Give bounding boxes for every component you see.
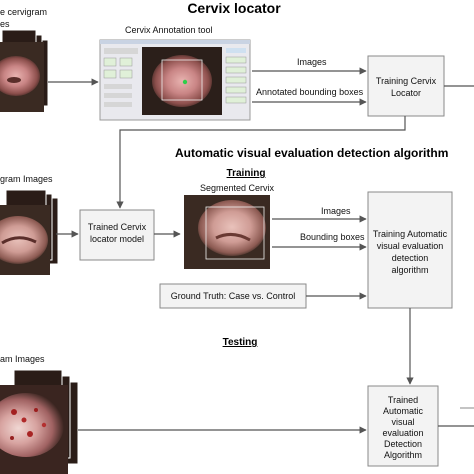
svg-text:locator model: locator model (90, 234, 144, 244)
cervigram-stack-top (0, 30, 48, 112)
cervigram-stack-mid (0, 190, 58, 275)
svg-text:Trained Cervix: Trained Cervix (88, 222, 147, 232)
svg-text:visual: visual (391, 417, 414, 427)
label-images-top: Images (297, 57, 327, 67)
box-training-ave-algorithm: Training Automatic visual evaluation det… (368, 192, 452, 308)
box-trained-ave-algorithm: Trained Automatic visual evaluation Dete… (368, 386, 438, 466)
label-cervigram-mid: gram Images (0, 174, 53, 184)
title-testing: Testing (223, 337, 258, 348)
svg-text:Locator: Locator (391, 88, 421, 98)
svg-text:Training Cervix: Training Cervix (376, 76, 437, 86)
label-bounding-boxes: Bounding boxes (300, 232, 365, 242)
label-cervigram-top-2: es (0, 19, 10, 29)
arrow-locator-to-model (120, 116, 405, 208)
title-ave-detection: Automatic visual evaluation detection al… (175, 146, 448, 160)
svg-text:detection: detection (392, 253, 429, 263)
svg-text:Detection: Detection (384, 439, 422, 449)
label-images-mid: Images (321, 206, 351, 216)
svg-text:algorithm: algorithm (391, 265, 428, 275)
label-segmented-cervix: Segmented Cervix (200, 183, 275, 193)
svg-text:evaluation: evaluation (382, 428, 423, 438)
label-annotated-boxes: Annotated bounding boxes (256, 87, 364, 97)
svg-text:Algorithm: Algorithm (384, 450, 422, 460)
segmented-cervix-image (184, 195, 270, 269)
box-trained-cervix-locator-model: Trained Cervix locator model (80, 210, 154, 260)
cervigram-stack-bottom (0, 370, 78, 474)
label-annotation-tool: Cervix Annotation tool (125, 25, 213, 35)
svg-text:Automatic: Automatic (383, 406, 424, 416)
box-training-cervix-locator: Training Cervix Locator (368, 56, 444, 116)
title-cervix-locator: Cervix locator (187, 0, 281, 16)
label-cervigram-bottom: am Images (0, 354, 45, 364)
svg-text:Trained: Trained (388, 395, 418, 405)
svg-text:visual evaluation: visual evaluation (377, 241, 444, 251)
svg-text:Training Automatic: Training Automatic (373, 229, 448, 239)
label-cervigram-top-1: e cervigram (0, 7, 47, 17)
box-ground-truth: Ground Truth: Case vs. Control (160, 284, 306, 308)
svg-text:Ground Truth: Case vs. Control: Ground Truth: Case vs. Control (171, 291, 296, 301)
annotation-tool-screenshot (100, 40, 250, 120)
title-training: Training (227, 168, 266, 179)
